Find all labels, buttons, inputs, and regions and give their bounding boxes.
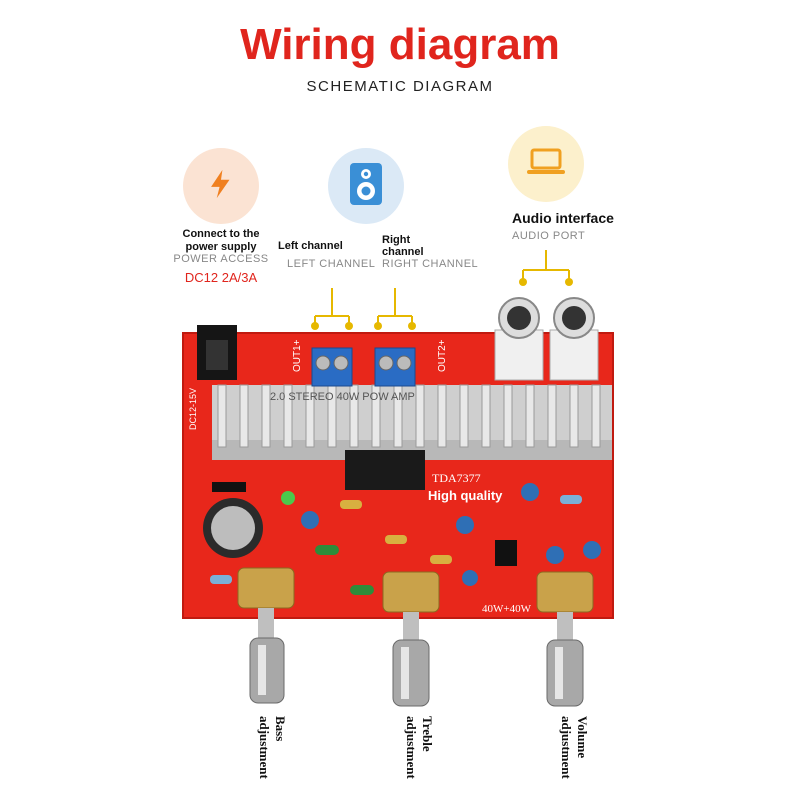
page-title: Wiring diagram [240, 20, 560, 69]
power-access-label: POWER ACCESS [173, 253, 269, 265]
power-rating-label: 40W+40W [482, 603, 532, 615]
power-icon-circle [183, 148, 259, 224]
amplifier-chip [345, 450, 425, 490]
left-channel-title: Left channel [278, 240, 343, 252]
left-channel-bracket [311, 288, 353, 330]
speaker-icon [349, 162, 383, 211]
treble-potentiometer [382, 571, 440, 707]
speaker-icon-circle [328, 148, 404, 224]
rca-jack-right [549, 297, 599, 381]
heatsink-fin [459, 384, 469, 448]
power-led [281, 491, 295, 505]
heatsink-fin [217, 384, 227, 448]
heatsink-fin [481, 384, 491, 448]
laptop-icon [526, 147, 566, 182]
power-label-line2: power supply [185, 241, 257, 253]
heatsink-fin [503, 384, 513, 448]
chip-label: TDA7377 [432, 471, 481, 485]
quality-label: High quality [428, 488, 503, 503]
heatsink-fin [415, 384, 425, 448]
out-right-label: OUT2+ [437, 339, 448, 372]
audio-interface-title: Audio interface [512, 210, 614, 226]
right-channel-title-line2: channel [382, 246, 424, 258]
treble-adjust-label: Treble adjustment [404, 716, 435, 779]
small-components [210, 483, 601, 595]
power-spec-label: DC12 2A/3A [184, 270, 258, 285]
right-speaker-terminal [374, 347, 416, 387]
diode [212, 482, 246, 492]
out-left-label: OUT1+ [292, 339, 303, 372]
laptop-icon-circle [508, 126, 584, 202]
heatsink-fin [591, 384, 601, 448]
heatsink-fin [437, 384, 447, 448]
heatsink-fin [349, 384, 359, 448]
heatsink-fin [283, 384, 293, 448]
dc-voltage-label: DC12-15V [188, 388, 198, 430]
heatsink-fin [525, 384, 535, 448]
audio-port-sub: AUDIO PORT [512, 230, 586, 242]
page-subtitle: SCHEMATIC DIAGRAM [306, 78, 494, 95]
heatsink-fin [569, 384, 579, 448]
right-channel-title-line1: Right [382, 234, 411, 246]
bass-adjust-label: Bass adjustment [257, 716, 288, 779]
bass-potentiometer [237, 567, 295, 704]
heatsink-label: 2.0 STEREO 40W POW AMP [270, 391, 415, 403]
left-channel-sub: LEFT CHANNEL [287, 258, 376, 270]
power-label-line1: Connect to the [182, 228, 260, 240]
volume-potentiometer [536, 571, 594, 707]
heatsink-fin [239, 384, 249, 448]
right-channel-bracket [374, 288, 416, 330]
left-speaker-terminal [311, 347, 353, 387]
heatsink-fin [305, 384, 315, 448]
volume-adjust-label: Volume adjustment [559, 716, 590, 779]
heatsink-fin [261, 384, 271, 448]
rca-jack-left [494, 297, 544, 381]
right-channel-sub: RIGHT CHANNEL [382, 258, 479, 270]
main-capacitor [203, 498, 263, 558]
lightning-bolt-icon [204, 167, 238, 206]
heatsink-fin [547, 384, 557, 448]
audio-port-bracket [519, 250, 573, 286]
